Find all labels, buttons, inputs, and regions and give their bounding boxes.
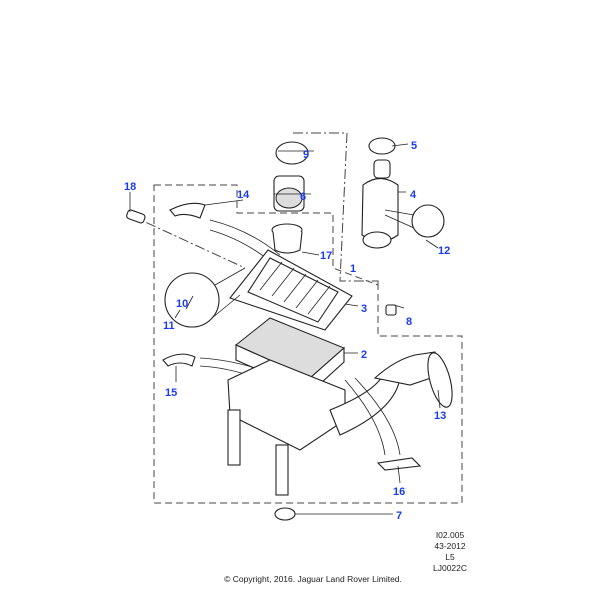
callout-15[interactable]: 15 — [165, 387, 177, 399]
part-13-air-duct[interactable] — [373, 350, 457, 409]
callout-12[interactable]: 12 — [438, 245, 450, 257]
callout-2[interactable]: 2 — [361, 349, 367, 361]
part-7-plug[interactable] — [274, 507, 296, 521]
callout-9[interactable]: 9 — [303, 149, 309, 161]
callout-13[interactable]: 13 — [434, 410, 446, 422]
part-15-bracket[interactable] — [162, 353, 196, 367]
callout-3[interactable]: 3 — [361, 303, 367, 315]
centerline — [129, 214, 246, 269]
callout-1[interactable]: 1 — [350, 263, 356, 275]
callout-4[interactable]: 4 — [410, 189, 417, 201]
mass-airflow-boundary — [293, 132, 379, 285]
callout-17[interactable]: 17 — [320, 250, 332, 262]
callout-16[interactable]: 16 — [393, 486, 405, 498]
callout-7[interactable]: 7 — [396, 510, 402, 522]
reference-line: L5 — [445, 552, 455, 562]
callout-11[interactable]: 11 — [163, 320, 175, 332]
part-12-detail-circle[interactable] — [411, 204, 445, 238]
callout-6[interactable]: 6 — [300, 191, 306, 203]
part-16-bracket[interactable] — [376, 457, 422, 471]
part-5-clamp[interactable] — [368, 137, 396, 155]
reference-line: 43-2012 — [434, 541, 466, 551]
part-8-grommet[interactable] — [385, 304, 397, 316]
reference-line: LJ0022C — [432, 563, 468, 573]
part-10-11-detail-circle[interactable] — [164, 272, 220, 328]
callout-18[interactable]: 18 — [124, 181, 136, 193]
reference-line: I02.005 — [435, 530, 465, 540]
part-17-seal[interactable] — [271, 223, 303, 254]
callout-5[interactable]: 5 — [411, 140, 417, 152]
callout-8[interactable]: 8 — [406, 316, 412, 328]
air-cleaner-housing[interactable] — [227, 359, 401, 496]
copyright-notice: © Copyright, 2016. Jaguar Land Rover Lim… — [224, 574, 402, 584]
assembly-boundary — [153, 184, 463, 504]
part-4-intake-hose[interactable] — [361, 159, 399, 249]
reference-block: I02.005 43-2012 L5 LJ0022C — [420, 530, 480, 574]
part-3-air-cleaner-cover[interactable] — [229, 249, 353, 331]
callout-leaders — [129, 143, 441, 515]
callout-14[interactable]: 14 — [237, 189, 250, 201]
part-14-bracket[interactable] — [169, 202, 206, 219]
part-18-sensor[interactable] — [126, 209, 146, 224]
callout-10[interactable]: 10 — [176, 298, 188, 310]
part-9-clamp[interactable] — [275, 141, 309, 165]
part-6-mass-airflow-sensor[interactable] — [273, 175, 305, 212]
